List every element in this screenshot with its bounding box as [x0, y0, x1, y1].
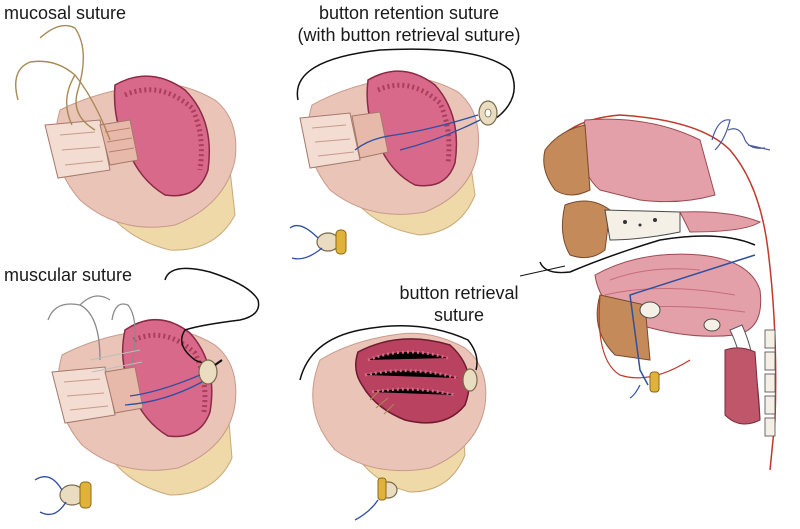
label-muscular-suture: muscular suture: [4, 265, 133, 285]
nasal-cavity: [581, 118, 716, 203]
muscular-suture-panel: [34, 267, 260, 516]
blue-suture-thread: [629, 254, 756, 386]
yellow-bolster: [79, 481, 92, 509]
artist-signature: [711, 119, 771, 151]
larynx: [724, 347, 761, 425]
cervical-spine: [764, 329, 776, 437]
label-retention-line1: button retention suture: [318, 3, 500, 23]
blue-suture-thread: [354, 114, 481, 151]
yellow-bolster: [377, 477, 387, 501]
yellow-bolster: [649, 371, 660, 393]
label-button-retrieval-suture: button retrieval suture: [384, 282, 534, 326]
chin-skin: [598, 294, 691, 379]
hyoid-bone: [703, 318, 721, 332]
label-button-retention-suture: button retention suture (with button ret…: [294, 2, 524, 46]
maxilla: [561, 200, 611, 259]
skull-base: [543, 124, 591, 196]
hard-palate: [604, 209, 681, 241]
muscular-suture-thread: [47, 295, 136, 366]
retention-button: [198, 359, 218, 385]
label-retrieval-line2: suture: [433, 305, 485, 325]
retention-suture-thread: [296, 48, 515, 121]
retention-suture-thread: [539, 235, 756, 274]
mucosal-suture-thread: [15, 24, 111, 141]
blue-suture-thread: [124, 374, 203, 406]
soft-palate: [679, 211, 762, 233]
label-mucosal-suture: mucosal suture: [4, 3, 127, 23]
button-retention-panel: [289, 48, 515, 260]
sagittal-section-panel: [539, 114, 777, 471]
label-retrieval-line1: button retrieval: [399, 283, 519, 303]
mucosal-suture-panel: [15, 24, 237, 251]
retention-button: [462, 368, 478, 392]
retrieval-suture-thread: [164, 267, 260, 364]
retrieval-suture-thread: [299, 325, 478, 381]
label-retention-line2: (with button retrieval suture): [297, 25, 521, 45]
yellow-bolster: [335, 229, 347, 255]
button-retrieval-panel: [299, 325, 487, 521]
label-leader-line: [519, 265, 566, 277]
